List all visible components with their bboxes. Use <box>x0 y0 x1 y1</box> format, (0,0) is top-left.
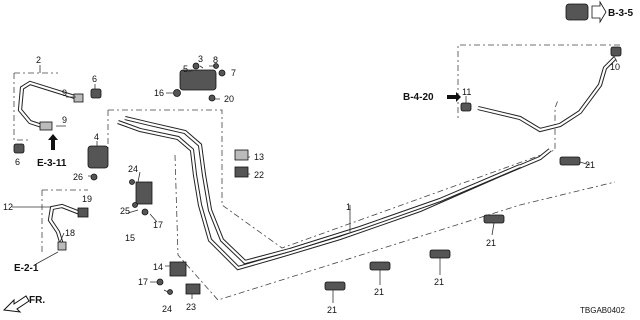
callout-1: 1 <box>346 202 351 212</box>
callout-9-bottom: 9 <box>62 115 67 125</box>
callout-16: 16 <box>154 88 164 98</box>
callout-23: 23 <box>186 302 196 312</box>
part-16-grommet <box>173 89 181 97</box>
ref-e-2-1[interactable]: E-2-1 <box>14 263 39 274</box>
part-22-clip <box>234 166 249 178</box>
part-13-clip <box>234 149 249 161</box>
part-9-joint-bottom <box>39 121 53 131</box>
callout-19: 19 <box>82 194 92 204</box>
callout-12: 12 <box>3 202 13 212</box>
part-11-seal <box>460 102 472 112</box>
diagram-code: TBGAB0402 <box>580 306 625 315</box>
leader-lines <box>12 55 618 303</box>
callout-2: 2 <box>36 55 41 65</box>
callout-7: 7 <box>231 68 236 78</box>
pipe-assembly-2 <box>17 80 79 130</box>
callout-22: 22 <box>254 170 264 180</box>
e21-leader <box>35 251 59 265</box>
callout-21-a: 21 <box>585 160 595 170</box>
part-26-bolt <box>90 173 98 181</box>
callout-21-d: 21 <box>434 277 444 287</box>
part-25-bolt <box>132 202 138 208</box>
callout-24-top: 24 <box>128 164 138 174</box>
part-17-nut-bottom <box>156 278 164 286</box>
part-24-bolt-bottom <box>167 289 173 295</box>
part-19-clip <box>77 207 89 218</box>
part-3-valve-body <box>179 69 217 91</box>
callout-8: 8 <box>213 55 218 65</box>
ref-b-3-5[interactable]: B-3-5 <box>608 8 633 19</box>
b35-connector-icon <box>565 3 589 21</box>
rear-pipe-b35 <box>477 56 617 133</box>
part-9-joint-top <box>73 93 84 103</box>
callout-4: 4 <box>94 132 99 142</box>
ref-e-3-11[interactable]: E-3-11 <box>37 158 67 169</box>
e311-arrow <box>48 134 58 150</box>
b420-arrow <box>447 92 461 102</box>
callout-21-c: 21 <box>374 287 384 297</box>
callout-26: 26 <box>73 172 83 182</box>
callout-5: 5 <box>183 64 188 74</box>
callout-17-bottom: 17 <box>138 277 148 287</box>
callout-24-bottom: 24 <box>162 304 172 314</box>
assembly-outline-filter <box>41 189 88 252</box>
part-18-joint <box>57 241 67 251</box>
front-label: FR. <box>29 295 45 306</box>
assembly-outline-left <box>13 72 58 141</box>
callout-10: 10 <box>610 62 620 72</box>
callout-9-top: 9 <box>62 88 67 98</box>
callout-25: 25 <box>120 206 130 216</box>
b35-ref-arrow <box>591 0 607 24</box>
part-4-filter-bracket <box>87 145 109 169</box>
part-6-clip-top <box>90 88 102 99</box>
part-21-clips <box>324 156 581 291</box>
callout-18: 18 <box>65 228 75 238</box>
front-arrow-icon <box>2 295 30 313</box>
part-5-bolt <box>192 62 200 70</box>
part-23-bracket <box>185 283 201 295</box>
part-10-connector <box>610 46 622 57</box>
part-6-clip-bottom <box>13 143 25 154</box>
pipe-12 <box>47 203 81 246</box>
callout-6-top: 6 <box>92 74 97 84</box>
part-15-bracket <box>135 181 153 205</box>
callout-20: 20 <box>224 94 234 104</box>
part-17-nut-top <box>141 208 149 216</box>
part-14-bracket <box>169 261 187 277</box>
callout-11: 11 <box>462 87 471 97</box>
callout-13: 13 <box>254 152 264 162</box>
part-7-nut <box>218 69 226 77</box>
ref-b-4-20[interactable]: B-4-20 <box>403 92 434 103</box>
assembly-outline-main <box>107 44 620 301</box>
callout-21-b: 21 <box>486 238 496 248</box>
callout-15: 15 <box>125 233 135 243</box>
callout-6-bottom: 6 <box>15 157 20 167</box>
callout-21-e: 21 <box>327 305 337 315</box>
callout-3: 3 <box>198 54 203 64</box>
main-pipe-bundle <box>117 115 552 271</box>
callout-17-top: 17 <box>153 220 163 230</box>
part-24-bolt-top <box>129 179 135 185</box>
part-20-nut <box>208 94 216 102</box>
callout-14: 14 <box>153 262 163 272</box>
